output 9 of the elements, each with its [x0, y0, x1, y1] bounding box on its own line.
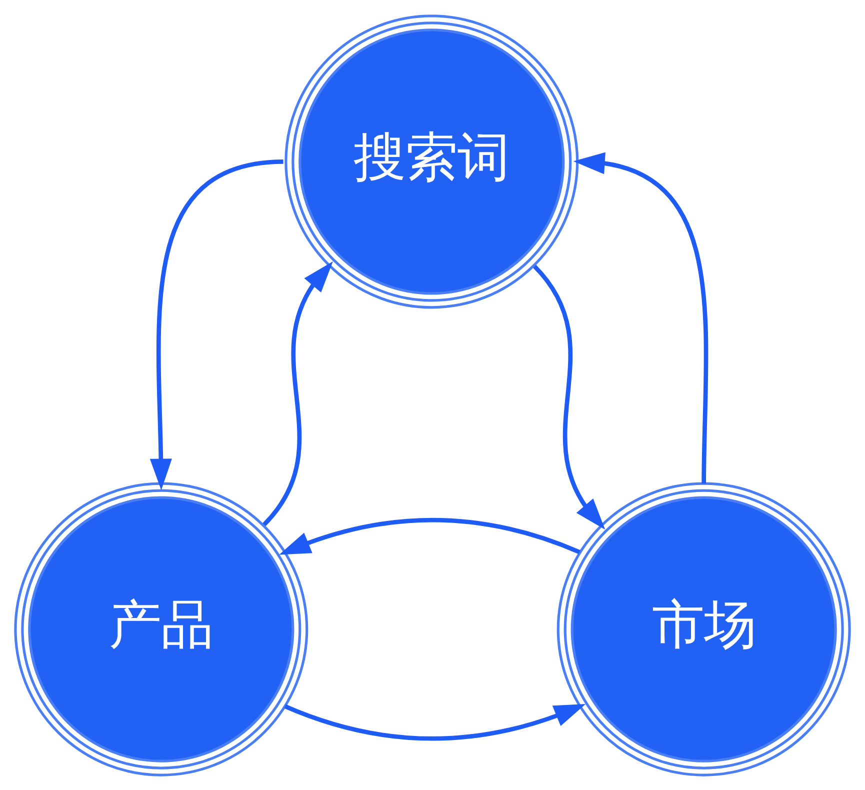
node-circle: 搜索词: [284, 14, 579, 308]
arrow: [279, 518, 580, 554]
arrow: [573, 152, 708, 484]
arrow: [150, 159, 284, 490]
arrow: [284, 704, 586, 740]
arrow: [532, 264, 606, 530]
arrow: [262, 260, 333, 526]
node-circle: 市场: [556, 482, 851, 776]
node-circle: 产品: [14, 482, 308, 776]
